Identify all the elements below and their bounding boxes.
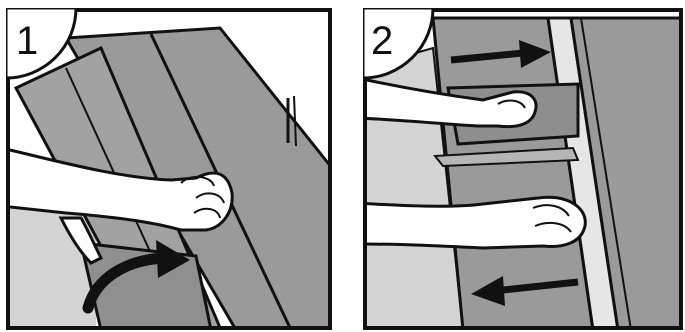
step-1-illustration: 1 <box>6 8 332 330</box>
step-number: 1 <box>16 19 38 63</box>
step-2-panel: 2 <box>363 8 683 330</box>
step-2-illustration: 2 <box>363 8 683 330</box>
step-number: 2 <box>371 19 393 63</box>
step-1-panel: 1 <box>6 8 332 330</box>
